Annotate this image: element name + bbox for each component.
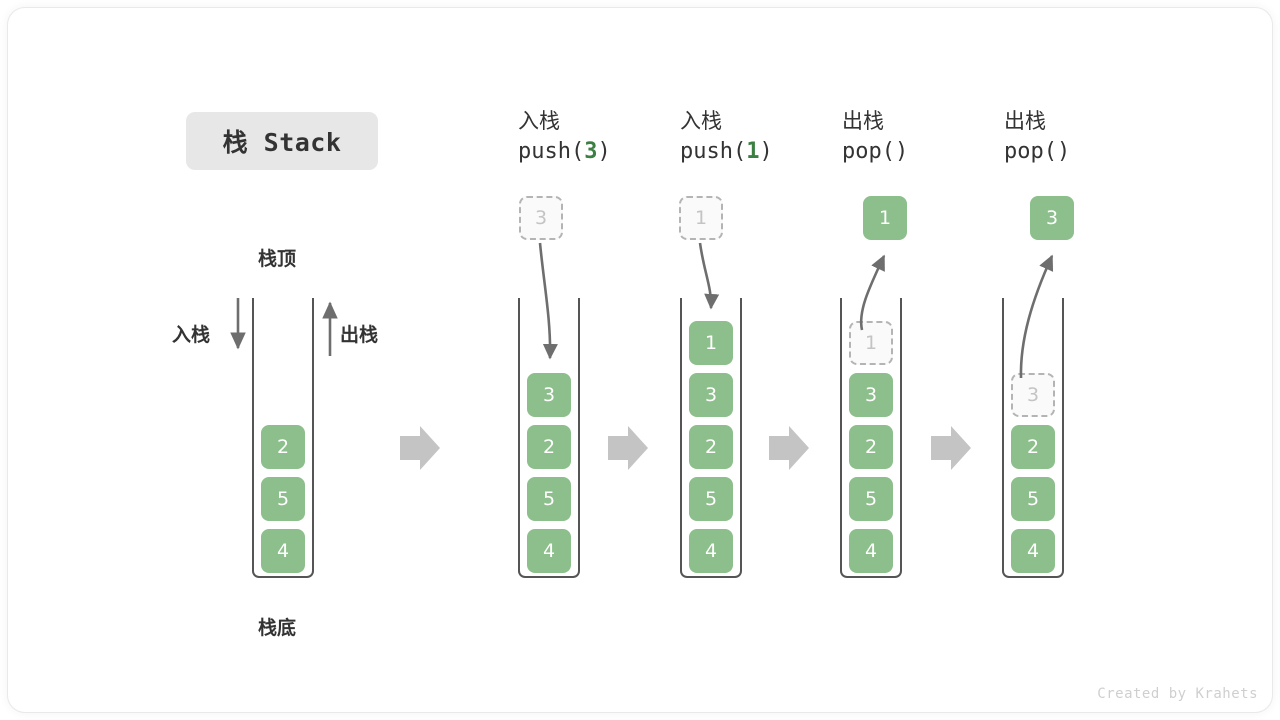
fn-suffix: ) (1056, 139, 1071, 164)
incoming-element-ghost: 1 (679, 196, 723, 240)
stack-container-push-1 (680, 298, 742, 578)
push-side-label: 入栈 (172, 324, 211, 346)
stack-cell: 5 (849, 477, 893, 521)
stack-cell: 2 (849, 425, 893, 469)
stack-cell: 5 (689, 477, 733, 521)
title-badge: 栈 Stack (186, 112, 378, 170)
stack-cell: 3 (527, 373, 571, 417)
column-header-cn: 出栈 (842, 109, 884, 133)
column-header-cn: 出栈 (1004, 109, 1046, 133)
fn-suffix: ) (759, 139, 773, 164)
stack-cell: 2 (1011, 425, 1055, 469)
column-header-cn: 入栈 (680, 109, 722, 133)
stack-cell: 5 (527, 477, 571, 521)
stack-container-pop-1 (840, 298, 902, 578)
stack-cell: 4 (261, 529, 305, 573)
column-header-pop-3: 出栈 pop() (1004, 106, 1174, 168)
stack-cell: 4 (849, 529, 893, 573)
stack-top-label: 栈顶 (258, 248, 297, 270)
column-header-fn: push(1) (680, 136, 850, 168)
fn-prefix: push( (518, 139, 585, 164)
stack-cell-ghost: 1 (849, 321, 893, 365)
fn-arg: 1 (746, 139, 760, 164)
stack-cell: 2 (527, 425, 571, 469)
fn-suffix: ) (894, 139, 909, 164)
column-header-fn: pop() (842, 136, 1012, 168)
footer-credit: Created by Krahets (1097, 686, 1258, 702)
outgoing-element: 1 (863, 196, 907, 240)
fn-arg: 3 (584, 139, 598, 164)
stack-cell: 5 (261, 477, 305, 521)
stack-bottom-label: 栈底 (258, 617, 297, 639)
fn-prefix: pop( (842, 139, 895, 164)
column-header-push-3: 入栈 push(3) (518, 106, 688, 168)
stack-container-push-3 (518, 298, 580, 578)
column-header-pop-1: 出栈 pop() (842, 106, 1012, 168)
fn-prefix: pop( (1004, 139, 1057, 164)
pop-side-label: 出栈 (340, 324, 379, 346)
incoming-element-ghost: 3 (519, 196, 563, 240)
stack-cell: 3 (849, 373, 893, 417)
outgoing-element: 3 (1030, 196, 1074, 240)
column-header-push-1: 入栈 push(1) (680, 106, 850, 168)
column-header-fn: pop() (1004, 136, 1174, 168)
fn-prefix: push( (680, 139, 747, 164)
stack-container-pop-3 (1002, 298, 1064, 578)
stack-cell: 5 (1011, 477, 1055, 521)
column-header-cn: 入栈 (518, 109, 560, 133)
stack-container-initial (252, 298, 314, 578)
stack-cell: 4 (689, 529, 733, 573)
stack-cell: 2 (261, 425, 305, 469)
stack-cell: 4 (1011, 529, 1055, 573)
fn-suffix: ) (597, 139, 611, 164)
stack-cell: 1 (689, 321, 733, 365)
stack-cell: 3 (689, 373, 733, 417)
column-header-fn: push(3) (518, 136, 688, 168)
stack-cell-ghost: 3 (1011, 373, 1055, 417)
stack-cell: 4 (527, 529, 571, 573)
stack-cell: 2 (689, 425, 733, 469)
